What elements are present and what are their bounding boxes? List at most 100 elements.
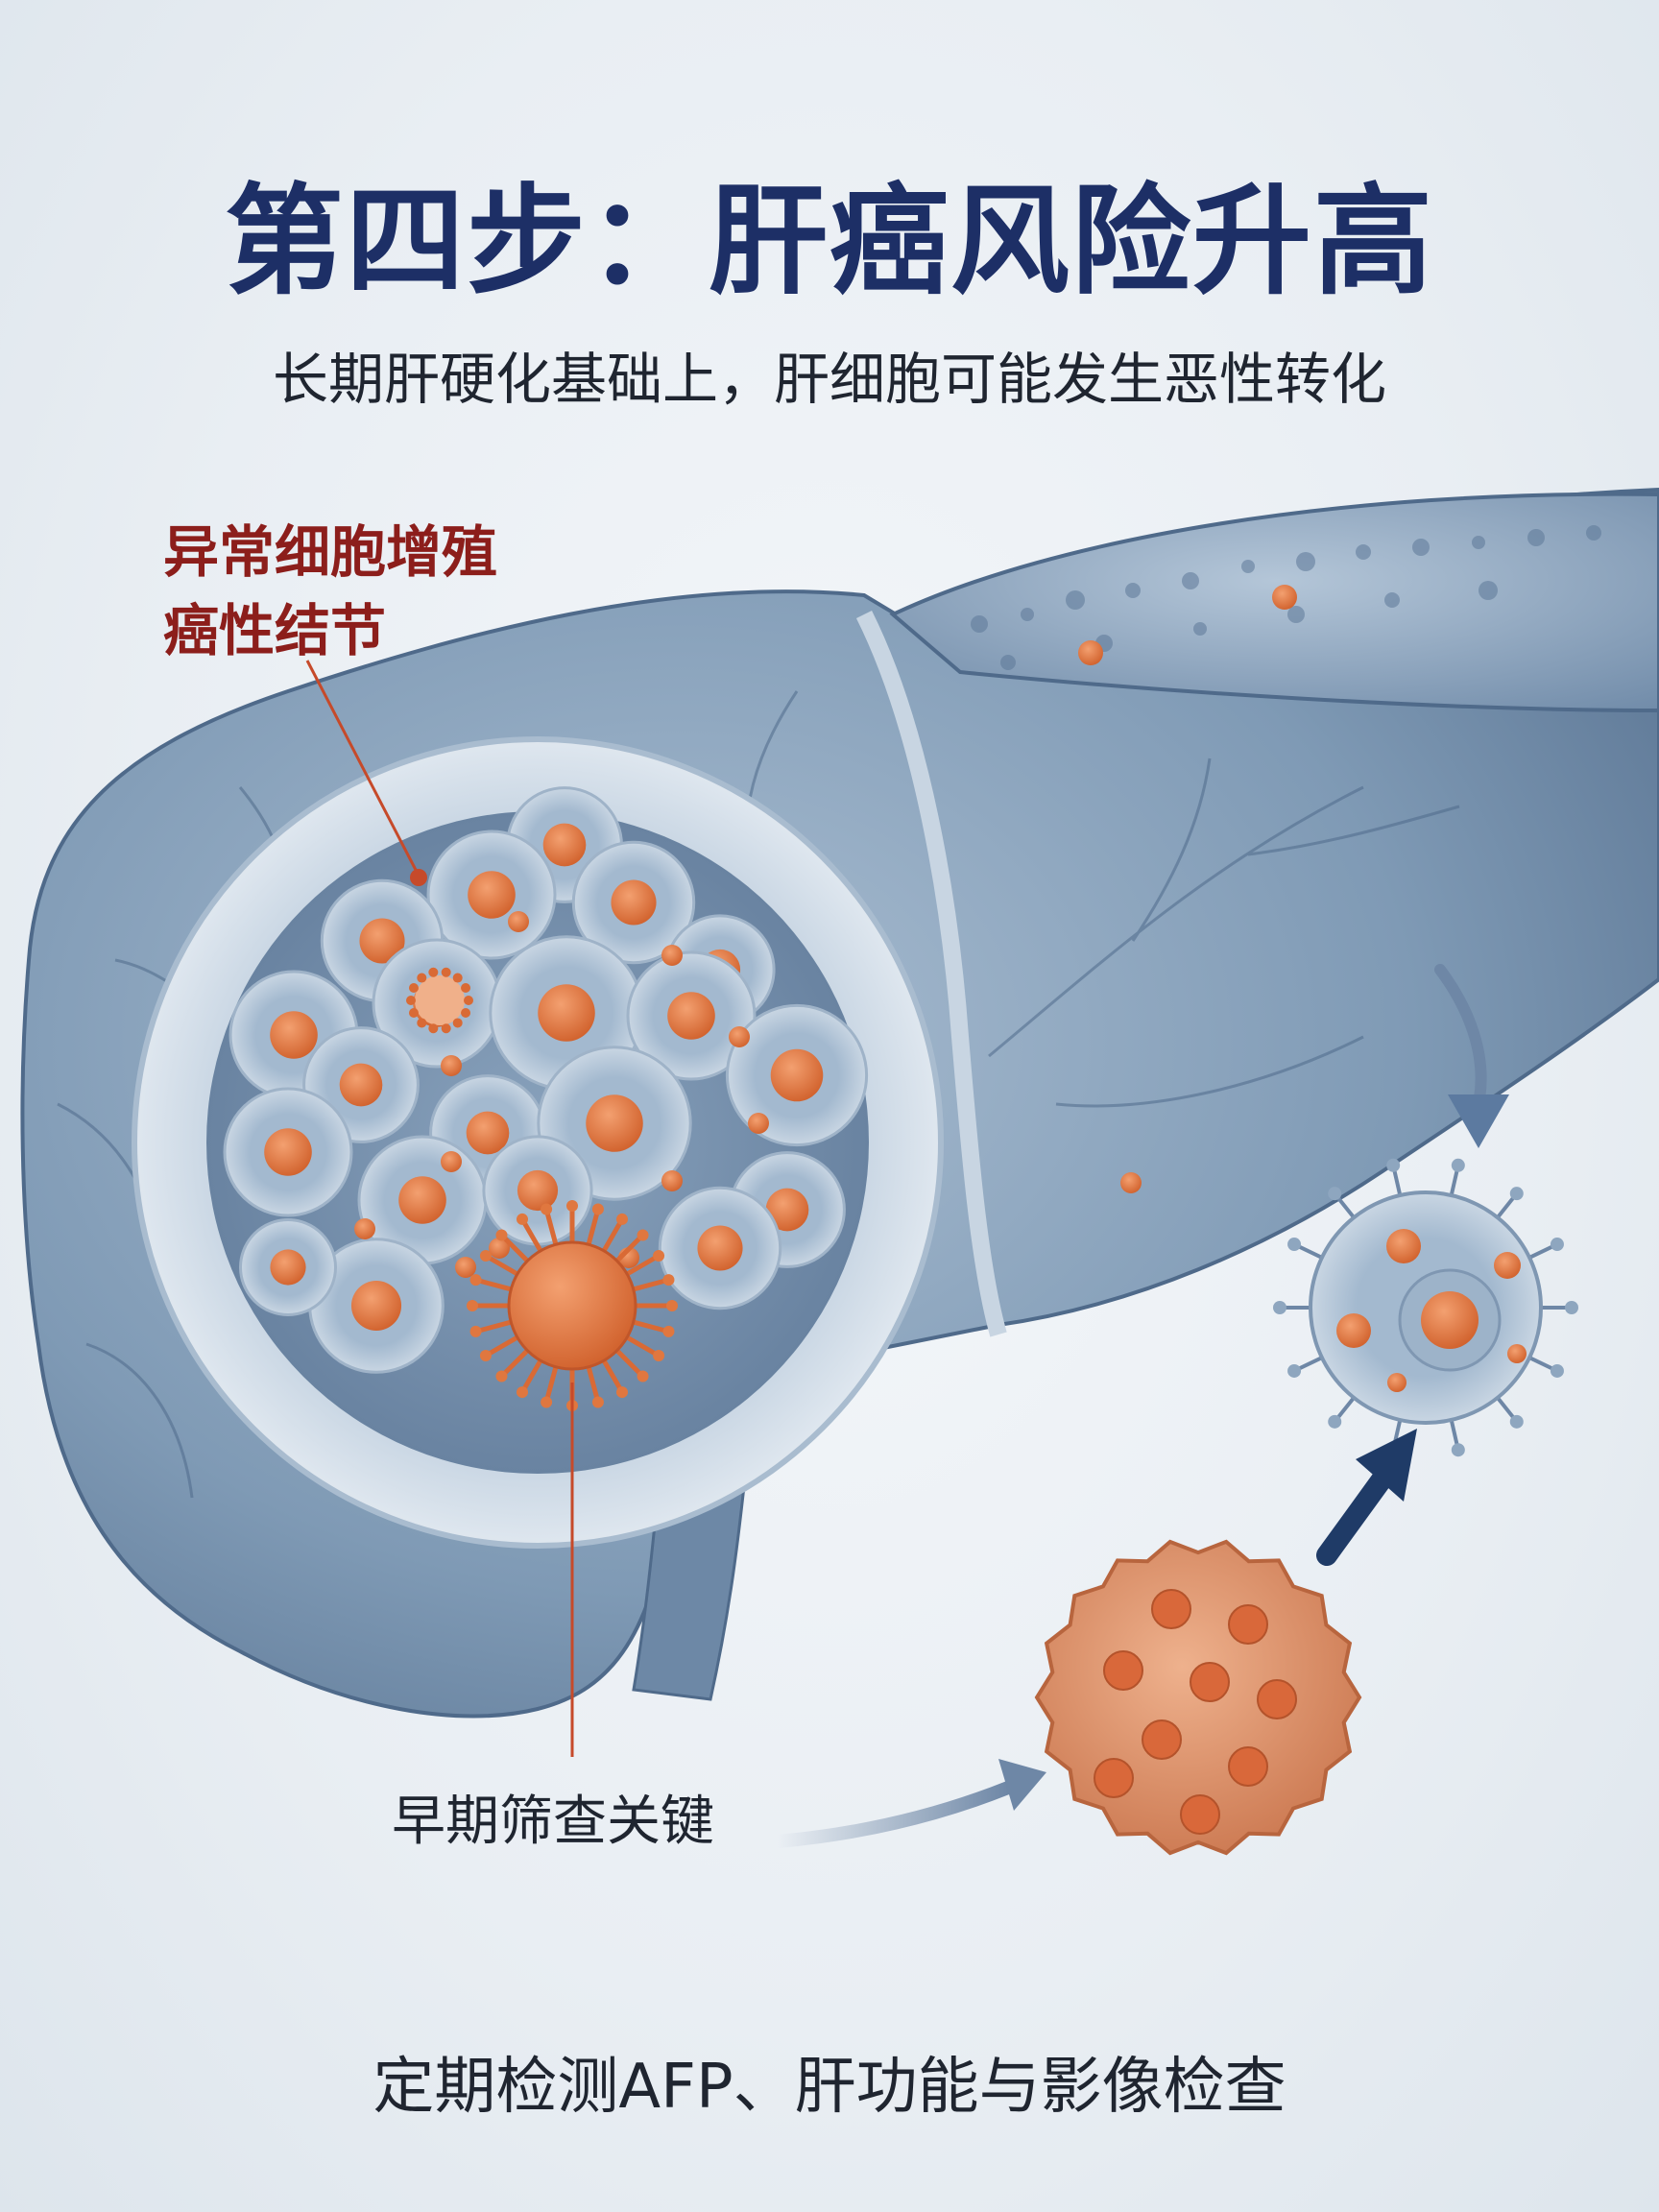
- malignant-spike-tip: [479, 1250, 492, 1262]
- callout-dot: [410, 869, 427, 886]
- hepatocyte-nucleus: [350, 1280, 402, 1332]
- hepatocyte-nucleus: [611, 879, 657, 926]
- cell-protrusion-tip: [1287, 1238, 1302, 1252]
- malignant-spike-tip: [591, 1203, 604, 1215]
- malignant-cell: [467, 1200, 678, 1411]
- hepatocyte-nucleus: [270, 1249, 306, 1286]
- tumor-spot: [1094, 1758, 1134, 1798]
- arrow-down-head: [1448, 1094, 1509, 1148]
- floating-cell-spot: [1507, 1344, 1527, 1363]
- malignant-spike-tip: [495, 1370, 508, 1382]
- mitotic-spike: [464, 996, 473, 1005]
- malignant-spike-tip: [495, 1229, 508, 1241]
- hepatocyte-nucleus: [770, 1048, 824, 1102]
- cell-protrusion-tip: [1565, 1301, 1578, 1314]
- cell-protrusion-tip: [1328, 1187, 1342, 1201]
- malignant-cell-body: [507, 1240, 637, 1371]
- mitotic-spike: [428, 1023, 439, 1034]
- malignant-spike-tip: [637, 1229, 649, 1241]
- hepatocyte-nucleus: [359, 918, 405, 964]
- malignant-spike-tip: [469, 1325, 482, 1337]
- cell-protrusion-tip: [1550, 1363, 1564, 1378]
- tumor-spot: [1257, 1679, 1297, 1719]
- mitotic-spike: [408, 982, 419, 993]
- malignant-spike-tip: [616, 1386, 628, 1399]
- mitotic-spike: [461, 1008, 471, 1019]
- malignant-spike-tip: [616, 1213, 628, 1225]
- hepatocyte-nucleus: [264, 1128, 312, 1176]
- tumor-spot: [1190, 1662, 1230, 1702]
- hepatocyte-nucleus: [667, 992, 715, 1040]
- cell-protrusion-tip: [1509, 1414, 1524, 1429]
- malignant-spike-tip: [653, 1350, 665, 1361]
- malignant-spike-tip: [479, 1350, 492, 1361]
- floating-cell-nucleus: [1421, 1291, 1479, 1349]
- cell-fragment: [748, 1113, 769, 1134]
- liver-texture: [971, 525, 1601, 670]
- cell-fragment: [729, 1026, 750, 1047]
- malignant-spike-tip: [541, 1396, 553, 1408]
- cell-fragment: [661, 945, 683, 966]
- callout-label-proliferation: 异常细胞增殖: [163, 519, 498, 585]
- tumor-spot: [1180, 1794, 1220, 1835]
- tumor-spot: [1103, 1650, 1143, 1691]
- cell-fragment: [441, 1151, 462, 1172]
- malignant-spike-tip: [662, 1274, 675, 1286]
- tumor-spot: [1151, 1589, 1191, 1629]
- arrow-up-head: [1356, 1429, 1417, 1502]
- malignant-spike-tip: [566, 1200, 578, 1212]
- floating-cell-spot: [1386, 1229, 1421, 1263]
- hepatocyte-nucleus: [538, 984, 595, 1042]
- mitotic-spike: [452, 1018, 463, 1028]
- malignant-spike-tip: [517, 1213, 528, 1225]
- tumor-mass: [1034, 1539, 1362, 1856]
- hepatocyte-nucleus: [765, 1188, 809, 1232]
- cell-protrusion-tip: [1451, 1158, 1465, 1172]
- cell-protrusion-tip: [1451, 1443, 1465, 1457]
- small-lesion: [1120, 1172, 1142, 1193]
- callout-label-nodule: 癌性结节: [163, 598, 387, 663]
- cell-fragment: [489, 1238, 510, 1259]
- hepatocyte-nucleus: [468, 871, 516, 919]
- cell-fragment: [354, 1218, 375, 1239]
- screening-label: 早期筛查关键: [392, 1791, 714, 1853]
- tumor-spot: [1228, 1604, 1268, 1645]
- hepatocyte-nucleus: [542, 823, 587, 867]
- mitotic-spike: [441, 967, 451, 977]
- malignant-spike-tip: [662, 1325, 675, 1337]
- tumor-spot: [1228, 1746, 1268, 1787]
- nodule-cells: [223, 786, 869, 1374]
- footer-text: 定期检测AFP、肝功能与影像检查: [373, 2052, 1286, 2123]
- liver-ligament: [855, 610, 1007, 1337]
- malignant-spike-tip: [591, 1396, 604, 1408]
- cell-protrusion-tip: [1287, 1363, 1302, 1378]
- floating-cancer-cell: [1273, 1158, 1578, 1457]
- cell-protrusion-tip: [1386, 1158, 1401, 1172]
- floating-cell-spot: [1336, 1313, 1371, 1348]
- malignant-spike-tip: [469, 1274, 482, 1286]
- hepatocyte-nucleus: [697, 1225, 743, 1271]
- hepatocyte-nucleus: [339, 1063, 383, 1107]
- mitotic-spike: [441, 1023, 451, 1034]
- mitotic-spike: [428, 967, 439, 977]
- tumor-spot: [1142, 1719, 1182, 1760]
- small-lesion: [1078, 640, 1103, 665]
- floating-cell-spot: [1387, 1373, 1407, 1392]
- mitotic-spike: [417, 973, 427, 983]
- malignant-spike-tip: [666, 1300, 678, 1311]
- mitotic-spike: [461, 982, 471, 993]
- arrow-up-icon: [1316, 1468, 1393, 1566]
- hepatocyte-nucleus: [466, 1111, 510, 1155]
- hepatocyte-nucleus: [517, 1169, 559, 1212]
- callout-pointer: [305, 660, 419, 873]
- malignant-spike-tip: [517, 1386, 528, 1399]
- malignant-spike-tip: [653, 1250, 665, 1262]
- malignant-spike-tip: [541, 1203, 553, 1215]
- arrow-right-head: [998, 1759, 1046, 1811]
- mitotic-spike: [406, 996, 416, 1005]
- malignant-spike-tip: [637, 1370, 649, 1382]
- mitotic-spike: [417, 1018, 427, 1028]
- arrow-right-icon: [771, 1781, 1015, 1848]
- cell-protrusion-tip: [1550, 1238, 1564, 1252]
